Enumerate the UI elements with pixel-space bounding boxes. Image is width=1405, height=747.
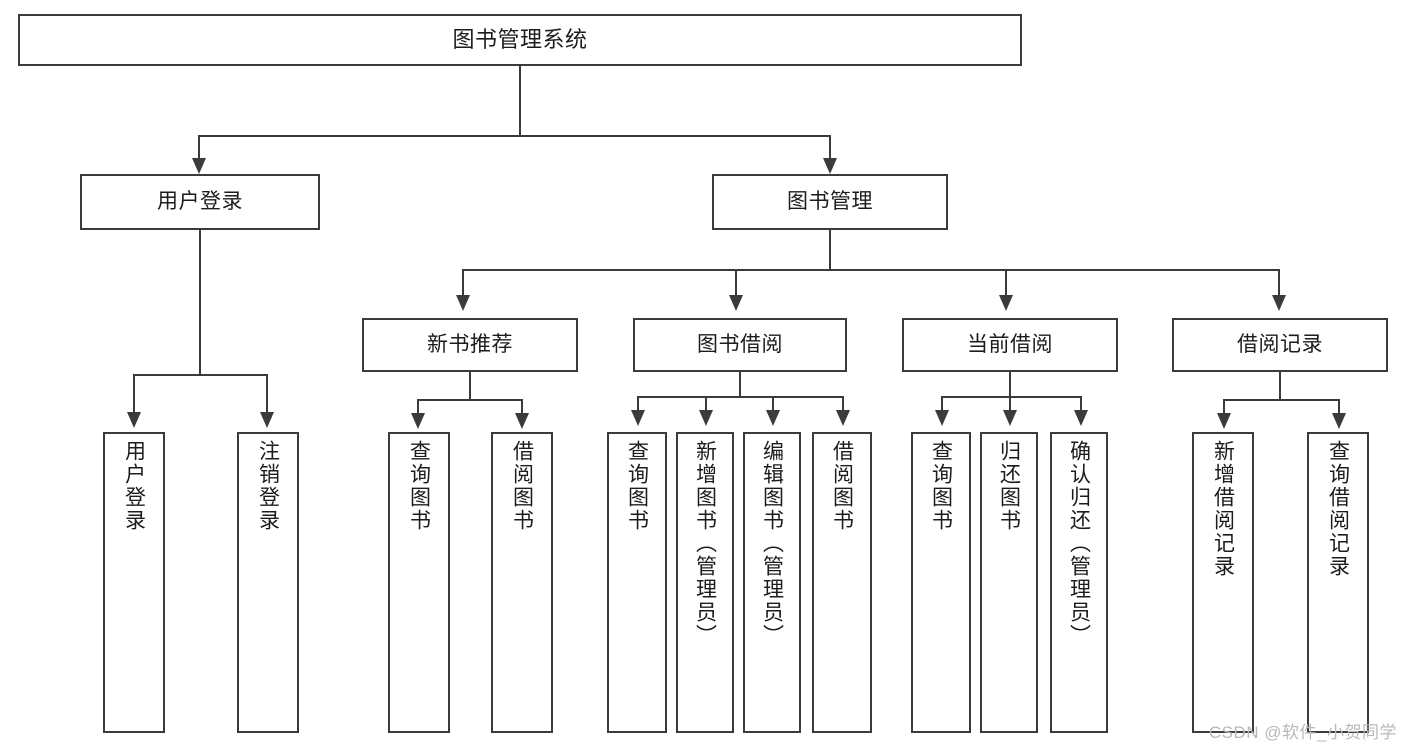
connector-book-management-stem bbox=[829, 230, 831, 270]
connector-nbr-bar bbox=[417, 399, 522, 401]
connector-nbr-drop-1 bbox=[417, 399, 419, 415]
node-user-login[interactable]: 用户登录 bbox=[80, 174, 320, 230]
arrowhead-leaf-borrow-book-1 bbox=[515, 413, 529, 429]
node-leaf-query-book-3[interactable]: 查询图书 bbox=[911, 432, 971, 733]
connector-br-bar bbox=[1223, 399, 1339, 401]
connector-br-drop-2 bbox=[1338, 399, 1340, 415]
connector-user-login-drop-2 bbox=[266, 374, 268, 414]
node-leaf-borrow-book-1[interactable]: 借阅图书 bbox=[491, 432, 553, 733]
node-book-management[interactable]: 图书管理 bbox=[712, 174, 948, 230]
node-label: 图书借阅 bbox=[697, 332, 783, 356]
node-leaf-user-login[interactable]: 用户登录 bbox=[103, 432, 165, 733]
arrowhead-current-borrow bbox=[999, 295, 1013, 311]
node-label: 归还图书 bbox=[997, 440, 1021, 532]
connector-bm-drop-3 bbox=[1005, 269, 1007, 297]
node-label: 查询图书 bbox=[625, 440, 649, 532]
connector-bb-bar bbox=[637, 396, 843, 398]
arrowhead-leaf-query-book-2 bbox=[631, 410, 645, 426]
arrowhead-borrow-record bbox=[1272, 295, 1286, 311]
node-leaf-query-record[interactable]: 查询借阅记录 bbox=[1307, 432, 1369, 733]
node-root-system[interactable]: 图书管理系统 bbox=[18, 14, 1022, 66]
connector-bm-drop-4 bbox=[1278, 269, 1280, 297]
node-label: 编辑图书（管理员） bbox=[760, 440, 784, 647]
node-leaf-query-book-1[interactable]: 查询图书 bbox=[388, 432, 450, 733]
arrowhead-leaf-logout bbox=[260, 412, 274, 428]
connector-root-bar bbox=[198, 135, 830, 137]
connector-bb-drop-4 bbox=[842, 396, 844, 412]
node-leaf-confirm-return[interactable]: 确认归还（管理员） bbox=[1050, 432, 1108, 733]
connector-br-drop-1 bbox=[1223, 399, 1225, 415]
node-label: 图书管理 bbox=[787, 189, 873, 213]
connector-user-login-bar bbox=[133, 374, 267, 376]
connector-cb-bar bbox=[941, 396, 1081, 398]
node-label: 查询图书 bbox=[407, 440, 431, 532]
arrowhead-leaf-confirm-return bbox=[1074, 410, 1088, 426]
connector-cb-drop-2 bbox=[1009, 396, 1011, 412]
connector-nbr-drop-2 bbox=[521, 399, 523, 415]
arrowhead-leaf-add-record bbox=[1217, 413, 1231, 429]
arrowhead-user-login bbox=[192, 158, 206, 174]
node-label: 当前借阅 bbox=[967, 332, 1053, 356]
node-label: 新增图书（管理员） bbox=[693, 440, 717, 647]
connector-user-login-drop-1 bbox=[133, 374, 135, 414]
node-label: 查询借阅记录 bbox=[1326, 440, 1350, 578]
node-label: 确认归还（管理员） bbox=[1067, 440, 1091, 647]
node-leaf-logout[interactable]: 注销登录 bbox=[237, 432, 299, 733]
node-label: 新书推荐 bbox=[427, 332, 513, 356]
connector-bb-stem bbox=[739, 372, 741, 397]
connector-nbr-stem bbox=[469, 372, 471, 400]
arrowhead-leaf-query-book-3 bbox=[935, 410, 949, 426]
node-book-borrow[interactable]: 图书借阅 bbox=[633, 318, 847, 372]
arrowhead-leaf-user-login bbox=[127, 412, 141, 428]
arrowhead-leaf-add-book bbox=[699, 410, 713, 426]
connector-cb-stem bbox=[1009, 372, 1011, 397]
watermark-text: CSDN @软件_小贺同学 bbox=[1208, 723, 1397, 742]
connector-bm-drop-2 bbox=[735, 269, 737, 297]
node-label: 新增借阅记录 bbox=[1211, 440, 1235, 578]
node-leaf-add-book[interactable]: 新增图书（管理员） bbox=[676, 432, 734, 733]
arrowhead-leaf-return-book bbox=[1003, 410, 1017, 426]
connector-bb-drop-2 bbox=[705, 396, 707, 412]
connector-bm-drop-1 bbox=[462, 269, 464, 297]
node-leaf-add-record[interactable]: 新增借阅记录 bbox=[1192, 432, 1254, 733]
node-current-borrow[interactable]: 当前借阅 bbox=[902, 318, 1118, 372]
node-borrow-record[interactable]: 借阅记录 bbox=[1172, 318, 1388, 372]
node-label: 借阅图书 bbox=[830, 440, 854, 532]
node-label: 借阅记录 bbox=[1237, 332, 1323, 356]
arrowhead-leaf-borrow-book-2 bbox=[836, 410, 850, 426]
connector-user-login-stem bbox=[199, 230, 201, 375]
connector-root-to-user-login bbox=[198, 135, 200, 160]
node-label: 查询图书 bbox=[929, 440, 953, 532]
node-label: 图书管理系统 bbox=[452, 27, 588, 53]
arrowhead-new-book-recommend bbox=[456, 295, 470, 311]
node-leaf-edit-book[interactable]: 编辑图书（管理员） bbox=[743, 432, 801, 733]
node-label: 用户登录 bbox=[157, 189, 243, 213]
node-leaf-borrow-book-2[interactable]: 借阅图书 bbox=[812, 432, 872, 733]
node-new-book-recommend[interactable]: 新书推荐 bbox=[362, 318, 578, 372]
node-label: 注销登录 bbox=[256, 440, 280, 532]
connector-root-stem bbox=[519, 66, 521, 136]
connector-bb-drop-3 bbox=[772, 396, 774, 412]
node-label: 用户登录 bbox=[122, 440, 146, 532]
connector-book-management-bar bbox=[462, 269, 1280, 271]
connector-cb-drop-1 bbox=[941, 396, 943, 412]
connector-root-to-book-management bbox=[829, 135, 831, 160]
arrowhead-book-borrow bbox=[729, 295, 743, 311]
arrowhead-leaf-query-book-1 bbox=[411, 413, 425, 429]
arrowhead-leaf-query-record bbox=[1332, 413, 1346, 429]
node-leaf-query-book-2[interactable]: 查询图书 bbox=[607, 432, 667, 733]
connector-br-stem bbox=[1279, 372, 1281, 400]
node-label: 借阅图书 bbox=[510, 440, 534, 532]
node-leaf-return-book[interactable]: 归还图书 bbox=[980, 432, 1038, 733]
arrowhead-leaf-edit-book bbox=[766, 410, 780, 426]
arrowhead-book-management bbox=[823, 158, 837, 174]
connector-bb-drop-1 bbox=[637, 396, 639, 412]
connector-cb-drop-3 bbox=[1080, 396, 1082, 412]
